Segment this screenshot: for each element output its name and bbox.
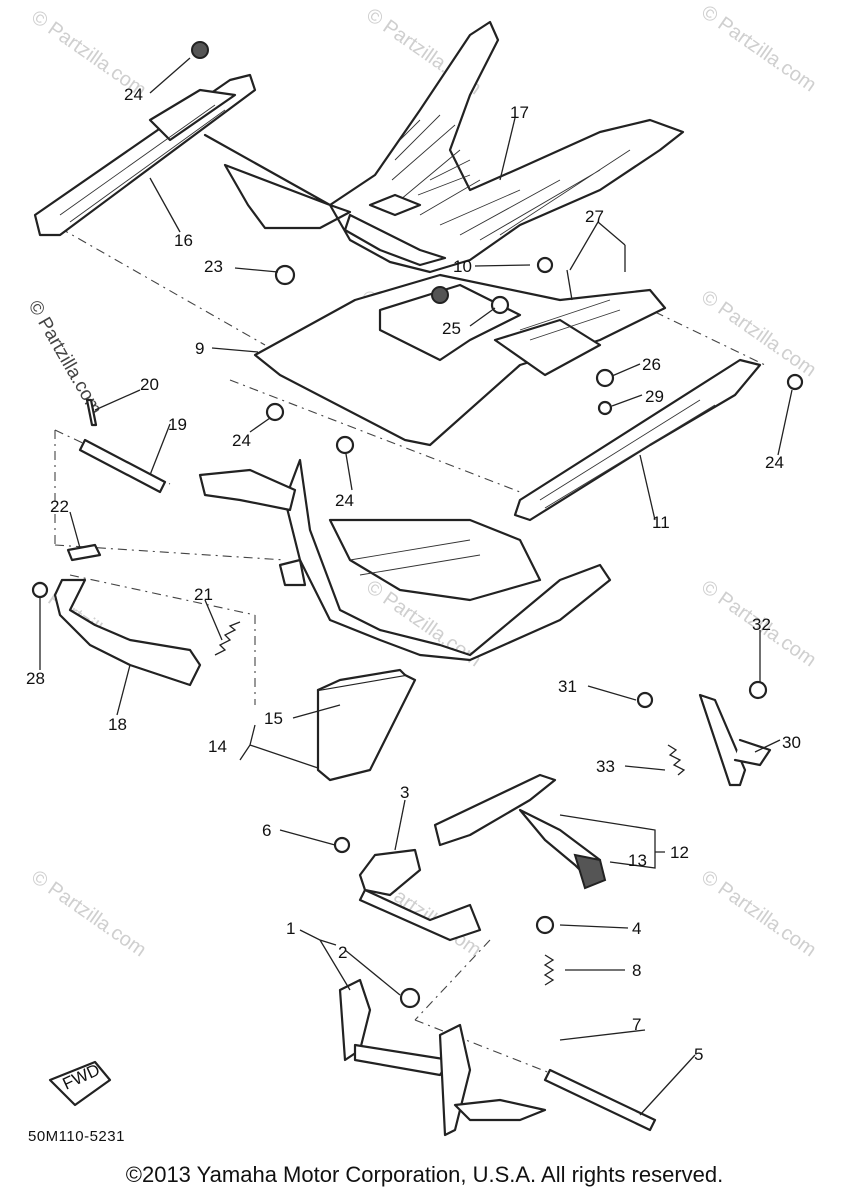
- callout-24b: 24: [232, 431, 251, 450]
- watermark: © Partzilla.com: [697, 1, 820, 96]
- callout-28: 28: [26, 669, 45, 688]
- callout-11: 11: [652, 513, 670, 532]
- callout-24d: 24: [765, 453, 784, 472]
- callout-5: 5: [694, 1045, 703, 1064]
- fasteners: [191, 41, 804, 1009]
- forward-direction-badge: FWD: [48, 1060, 112, 1107]
- callout-2: 2: [338, 943, 347, 962]
- left-rail: [33, 73, 257, 237]
- callout-19: 19: [168, 415, 187, 434]
- callout-6: 6: [262, 821, 271, 840]
- callouts: 1 2 3 4 5 6 7 8 9 10 11 12 13 14 15 16 1…: [26, 85, 801, 1064]
- leader-lines: [39, 57, 793, 1116]
- diagram-code: 50M110-5231: [28, 1128, 125, 1145]
- copyright-notice: ©2013 Yamaha Motor Corporation, U.S.A. A…: [125, 1162, 724, 1187]
- callout-14: 14: [208, 737, 227, 756]
- callout-26: 26: [642, 355, 661, 374]
- callout-31: 31: [558, 677, 577, 696]
- plate-22: [66, 543, 102, 562]
- callout-18: 18: [108, 715, 127, 734]
- callout-4: 4: [632, 919, 641, 938]
- watermark-dark: © Partzilla.com: [24, 297, 106, 418]
- right-footrest: [433, 773, 607, 890]
- lower-frame: [198, 458, 612, 662]
- floor-board: [203, 20, 685, 274]
- callout-13: 13: [628, 851, 647, 870]
- left-footrest: [316, 668, 417, 782]
- callout-16: 16: [174, 231, 193, 250]
- spring-33: [667, 744, 686, 776]
- callout-24c: 24: [335, 491, 354, 510]
- rod: [78, 438, 167, 494]
- pin: [85, 398, 98, 427]
- callout-21: 21: [194, 585, 213, 604]
- callout-12: 12: [670, 843, 689, 862]
- bracket-3: [358, 848, 482, 942]
- callout-23: 23: [204, 257, 223, 276]
- callout-8: 8: [632, 961, 641, 980]
- callout-9: 9: [195, 339, 204, 358]
- callout-22: 22: [50, 497, 69, 516]
- kick-lever: [31, 578, 202, 687]
- callout-20: 20: [140, 375, 159, 394]
- center-stand: [338, 978, 547, 1137]
- spring-21: [214, 621, 241, 656]
- callout-1: 1: [286, 919, 295, 938]
- callout-15: 15: [264, 709, 283, 728]
- side-stand: [698, 693, 772, 787]
- callout-32: 32: [752, 615, 771, 634]
- right-rail: [513, 358, 762, 522]
- callout-24a: 24: [124, 85, 143, 104]
- callout-7: 7: [632, 1015, 641, 1034]
- watermark: © Partzilla.com: [697, 866, 820, 961]
- callout-10: 10: [453, 257, 472, 276]
- callout-29: 29: [645, 387, 664, 406]
- callout-25: 25: [442, 319, 461, 338]
- callout-27: 27: [585, 207, 604, 226]
- callout-3: 3: [400, 783, 409, 802]
- callout-30: 30: [782, 733, 801, 752]
- frame-plate: [253, 273, 667, 447]
- watermark: © Partzilla.com: [27, 866, 150, 961]
- callout-33: 33: [596, 757, 615, 776]
- shaft-5: [543, 1068, 657, 1132]
- callout-17: 17: [510, 103, 529, 122]
